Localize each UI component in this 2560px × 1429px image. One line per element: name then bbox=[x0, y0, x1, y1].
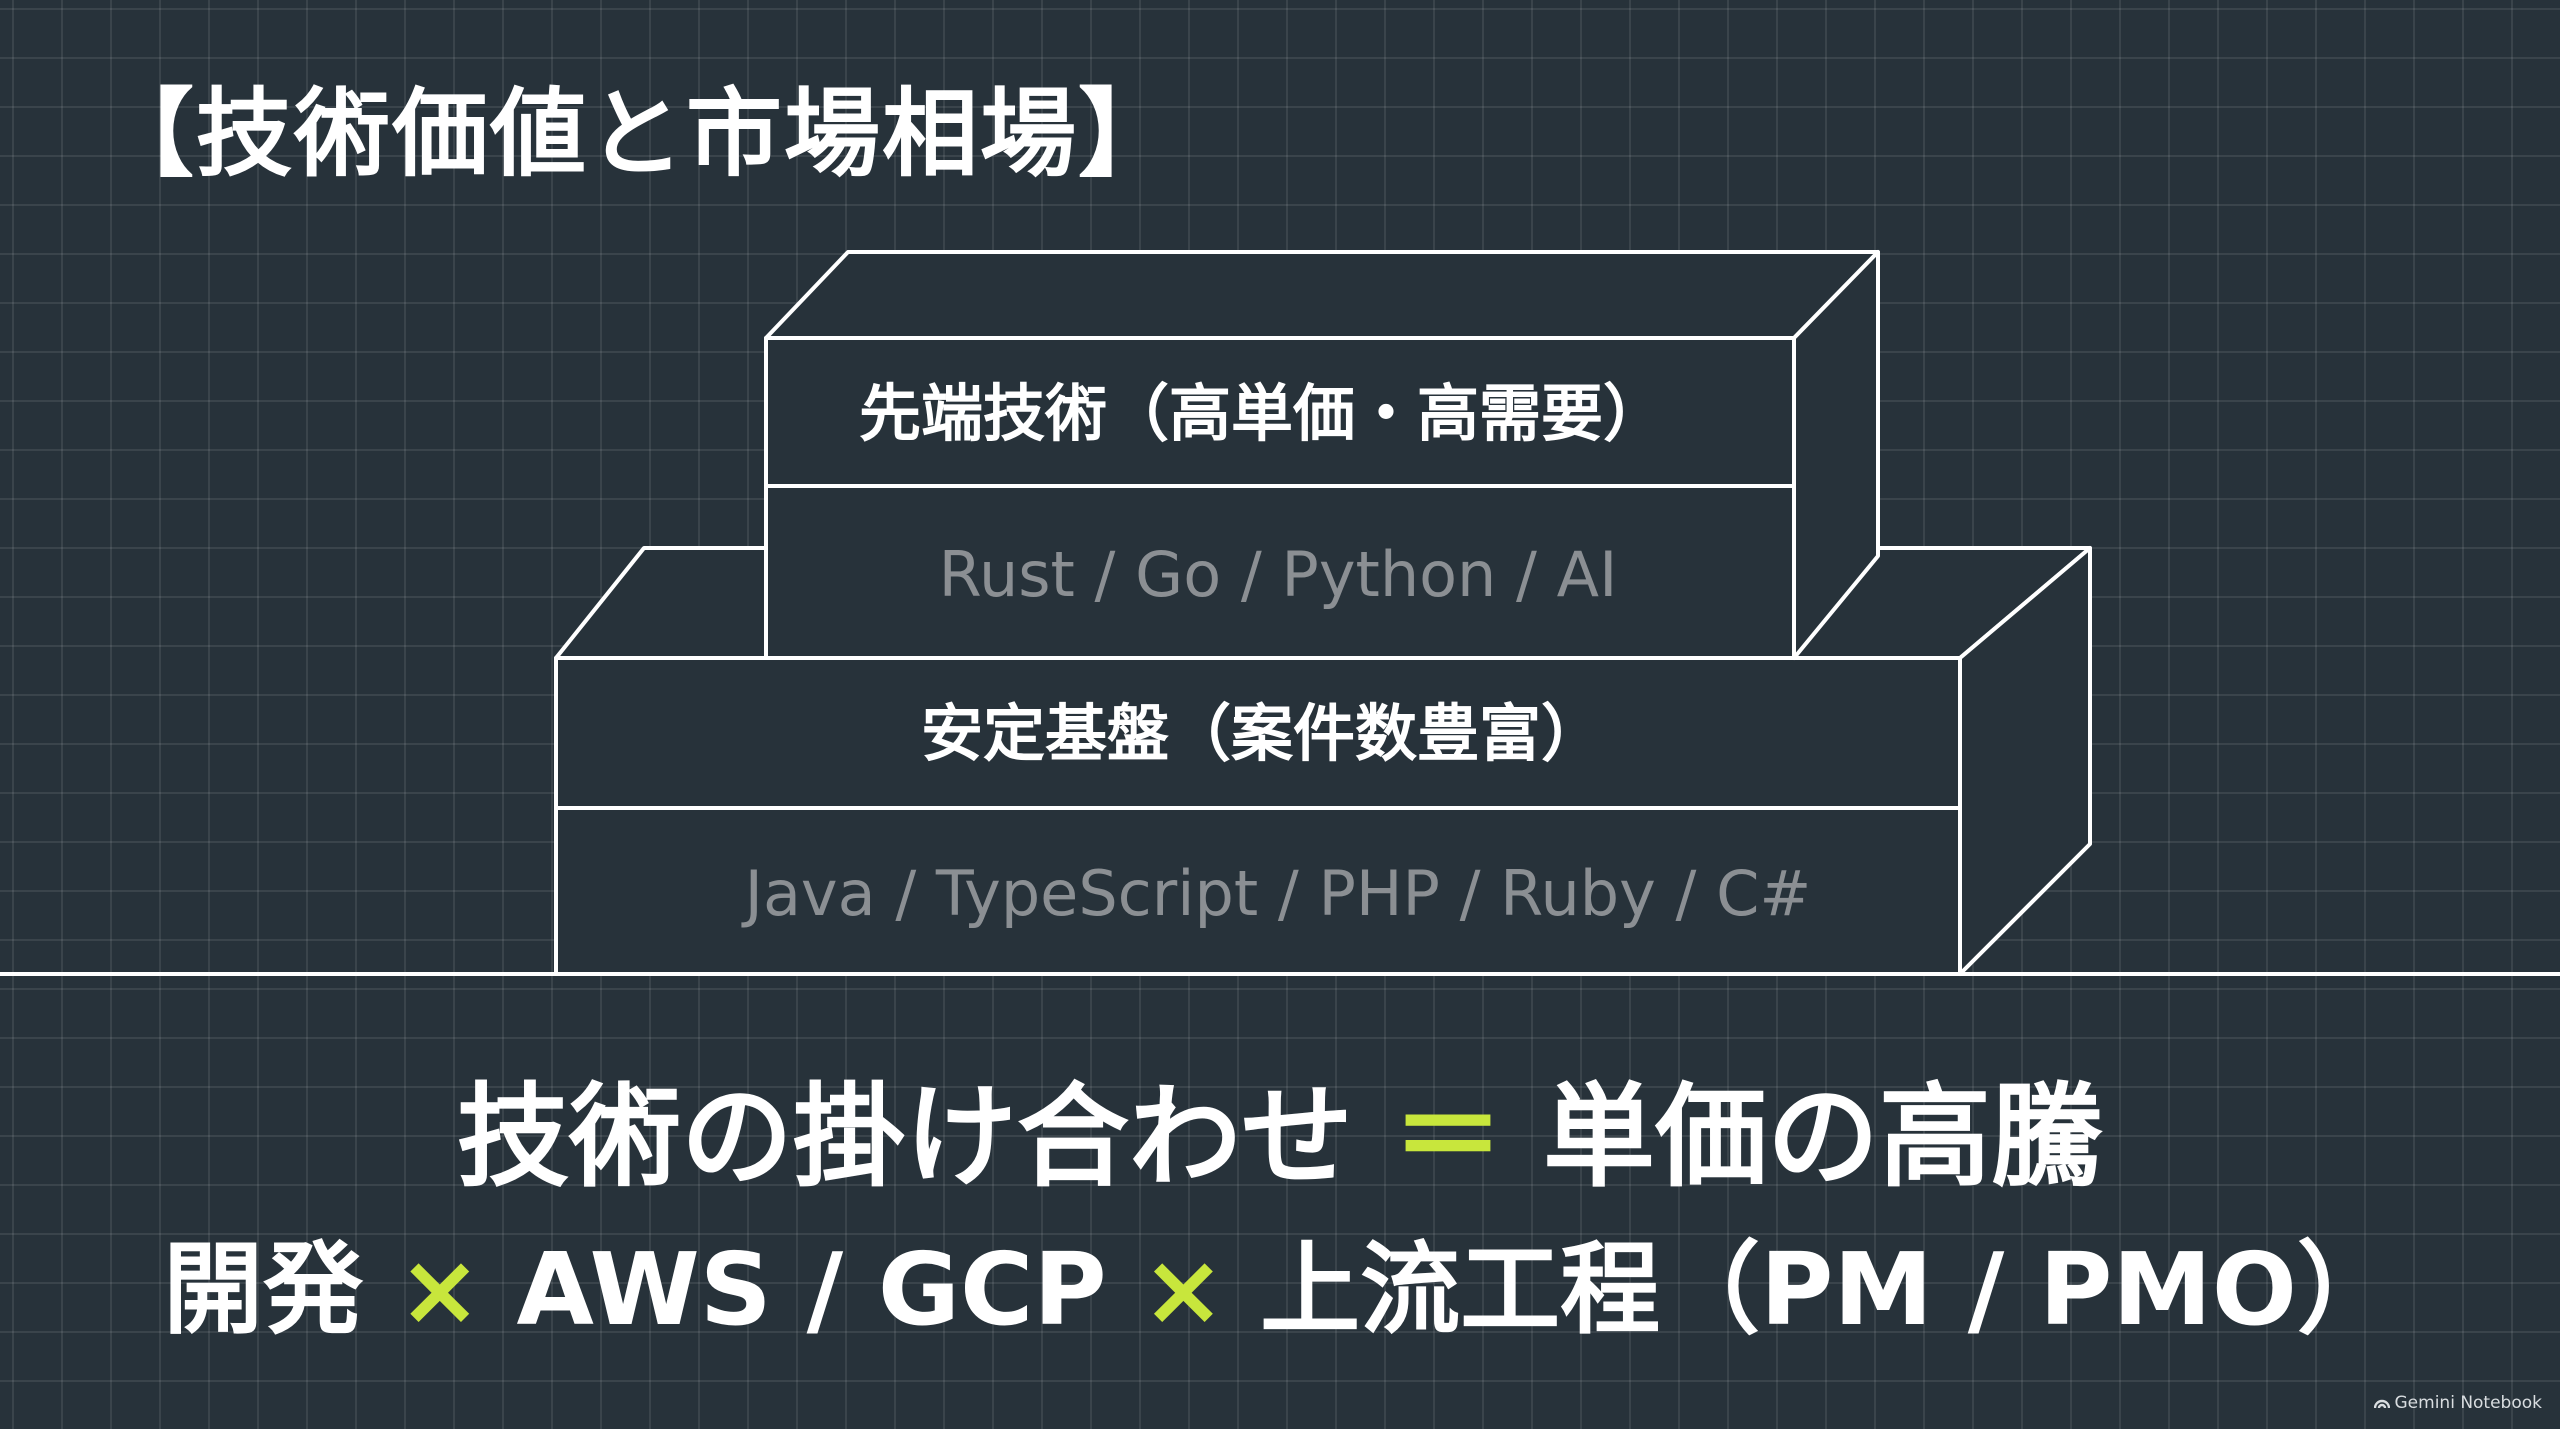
caption-right: 単価の高騰 bbox=[1543, 1072, 2103, 1203]
combo-upstream: 上流工程（PM / PMO） bbox=[1260, 1231, 2397, 1348]
times-sign-1: × bbox=[397, 1231, 482, 1348]
top-block-top-face bbox=[764, 250, 1880, 340]
top-layer-techs: Rust / Go / Python / AI bbox=[938, 537, 1618, 611]
caption-left: 技術の掛け合わせ bbox=[457, 1072, 1353, 1203]
base-layer-heading: 安定基盤（案件数豊富） bbox=[920, 696, 1604, 770]
watermark: Gemini Notebook bbox=[2373, 1393, 2543, 1413]
base-layer-techs: Java / TypeScript / PHP / Ruby / C# bbox=[744, 856, 1812, 930]
watermark-text: Gemini Notebook bbox=[2394, 1393, 2543, 1413]
notebook-logo-icon bbox=[2373, 1399, 2390, 1409]
slide-title: 【技術価値と市場相場】 bbox=[98, 78, 1176, 190]
combo-cloud: AWS / GCP bbox=[516, 1231, 1107, 1348]
top-block bbox=[764, 250, 1880, 660]
skill-combination: 開発 × AWS / GCP × 上流工程（PM / PMO） bbox=[163, 1235, 2397, 1345]
top-block-front-face bbox=[764, 336, 1796, 660]
base-block-front-face bbox=[554, 656, 1962, 976]
equals-sign: ＝ bbox=[1392, 1072, 1504, 1203]
combo-dev: 開発 bbox=[163, 1231, 364, 1348]
top-layer-heading: 先端技術（高単価・高需要） bbox=[858, 376, 1666, 450]
summary-caption: 技術の掛け合わせ ＝ 単価の高騰 bbox=[457, 1076, 2103, 1199]
times-sign-2: × bbox=[1141, 1231, 1226, 1348]
